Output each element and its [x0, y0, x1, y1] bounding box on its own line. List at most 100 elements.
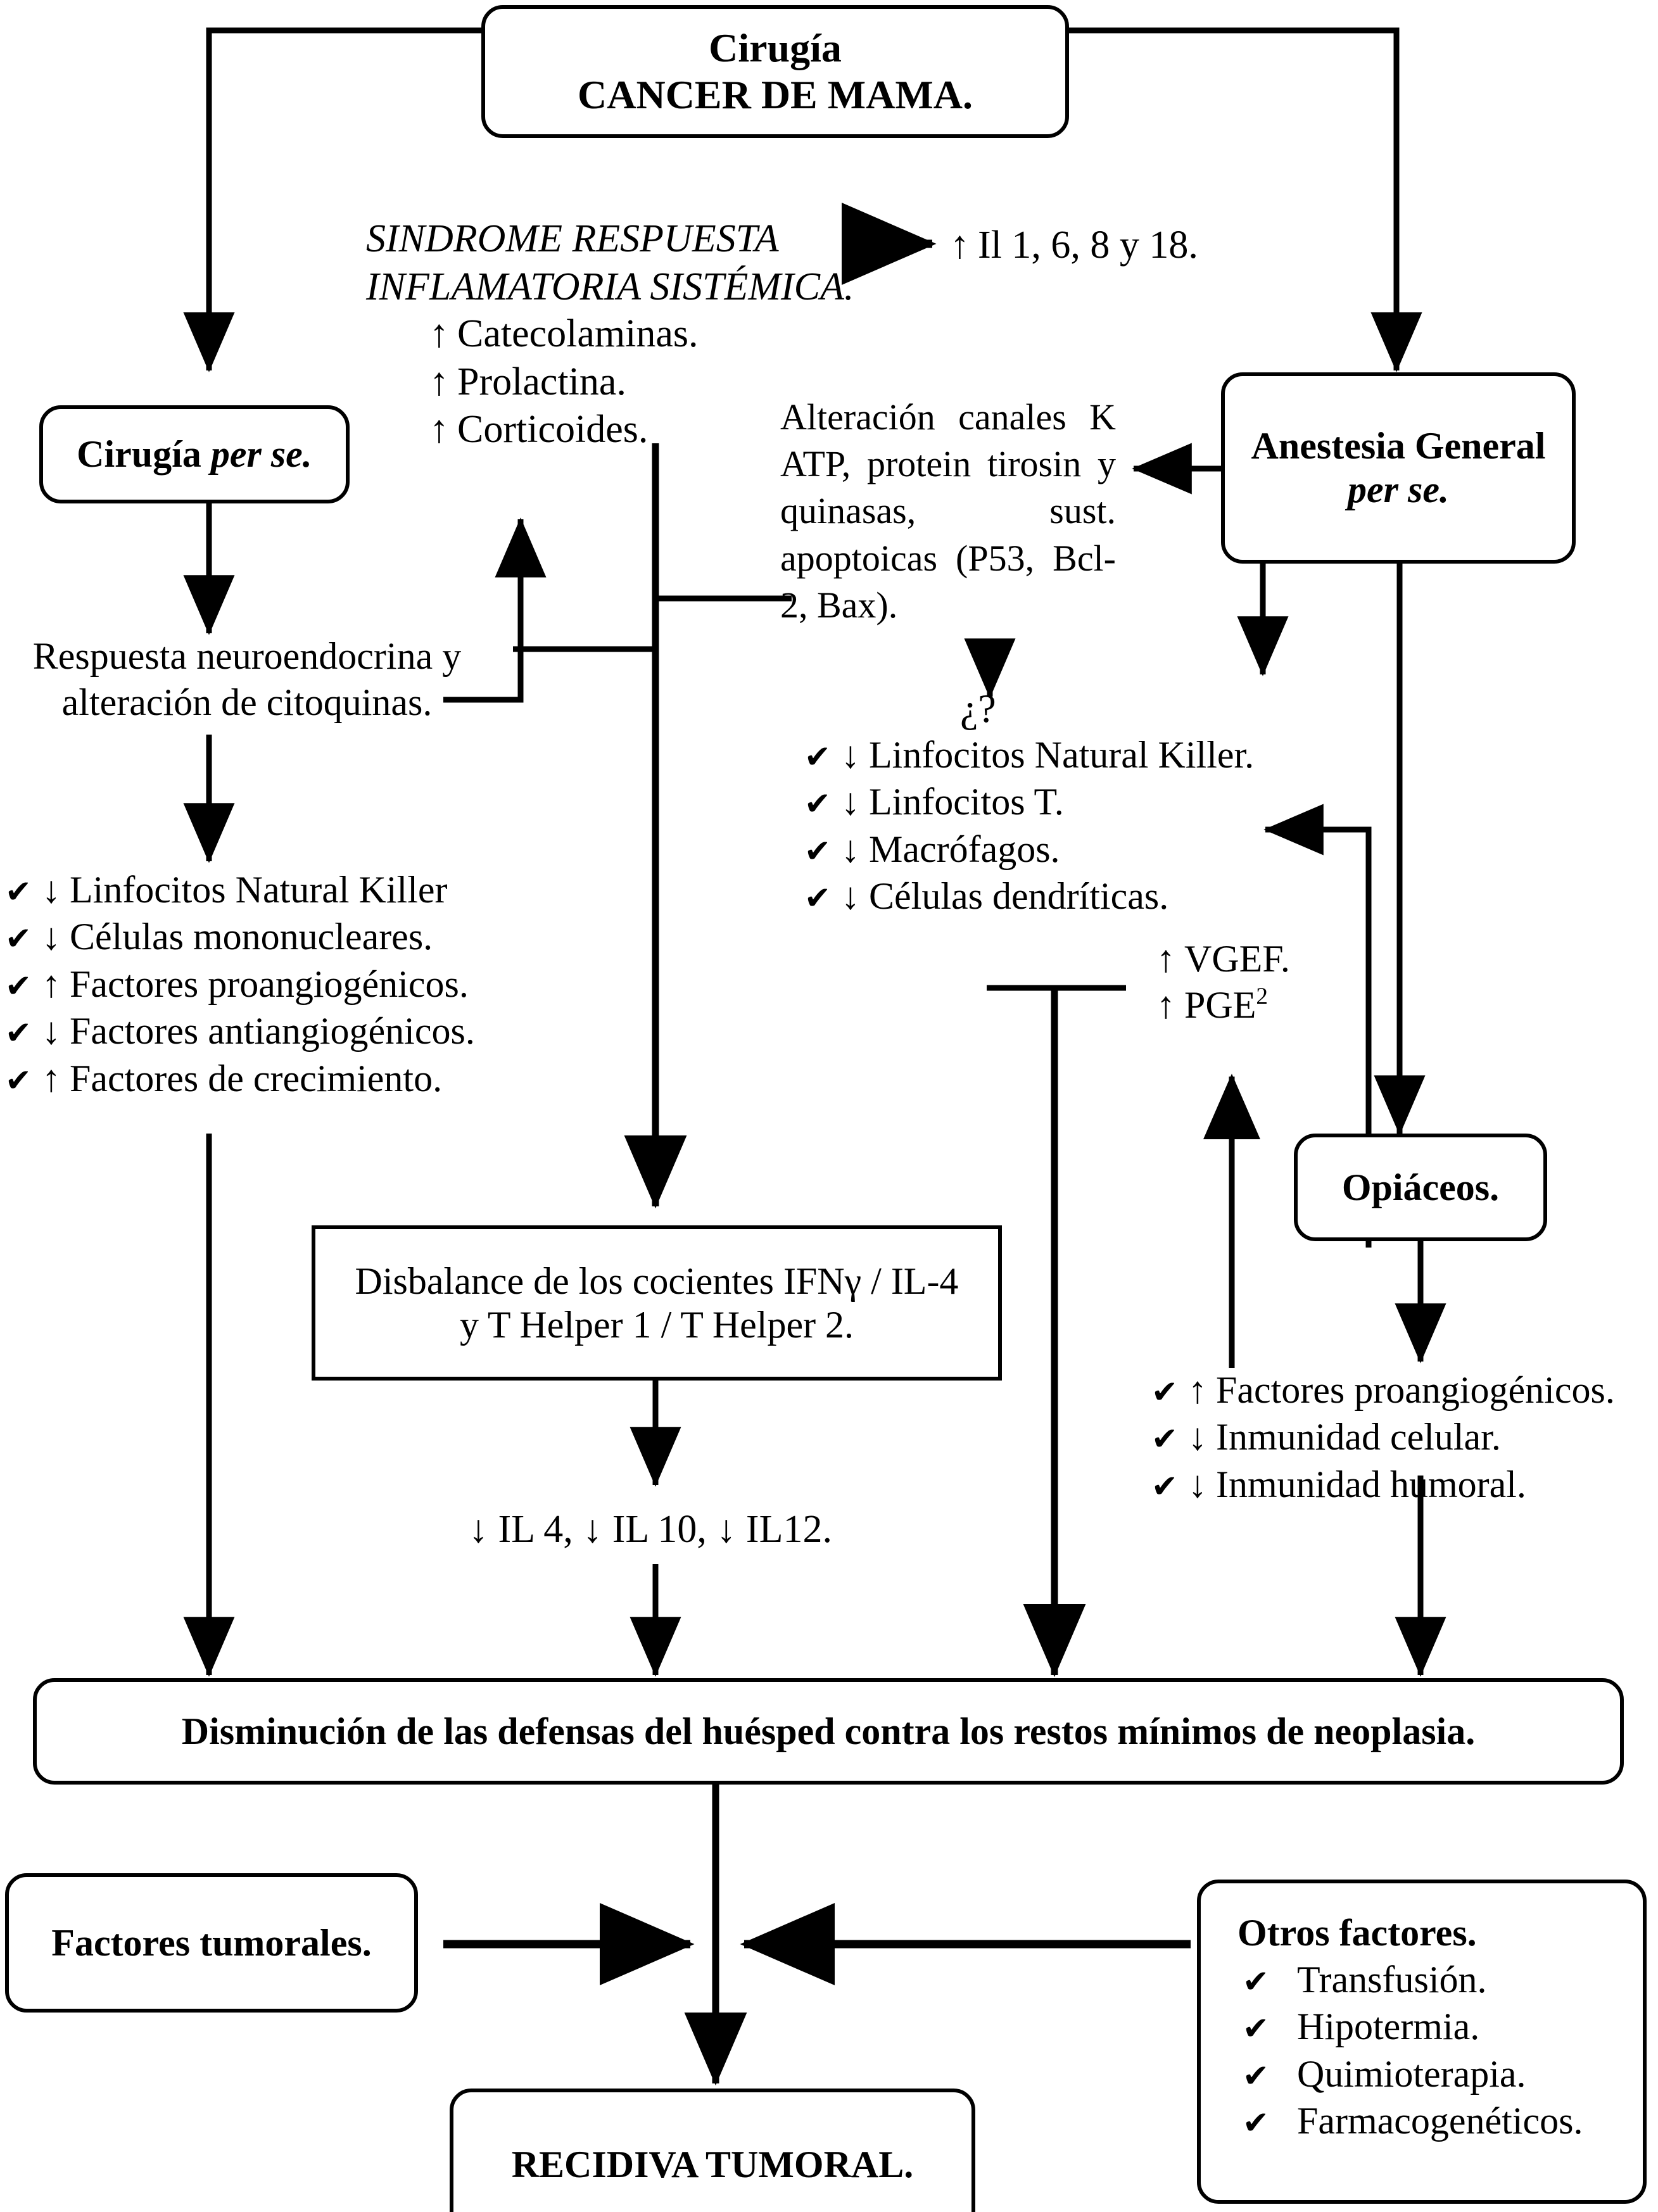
- neuro-line-2: alteración de citoquinas.: [61, 681, 433, 724]
- up-arrow-icon: ↑: [429, 312, 449, 355]
- list-item: ✔ ↑ Factores proangiogénicos.: [1151, 1367, 1658, 1413]
- check-icon: ✔: [804, 833, 831, 869]
- up-arrow-icon: ↑: [429, 408, 449, 452]
- list-item-label: Células dendríticas.: [869, 875, 1169, 918]
- list-item-label: Inmunidad humoral.: [1216, 1463, 1526, 1505]
- list-item-label: Hipotermia.: [1297, 2006, 1480, 2048]
- list-item: ✔ ↑ Factores de crecimiento.: [5, 1055, 550, 1102]
- anesthesia-per-se-box[interactable]: Anestesia General per se.: [1221, 372, 1576, 564]
- down-arrow-icon: ↓: [1188, 1463, 1207, 1505]
- recurrence-box[interactable]: RECIDIVA TUMORAL.: [450, 2089, 975, 2212]
- list-item-label: Células mononucleares.: [70, 916, 433, 958]
- il-cytokines-label: Il 1, 6, 8 y 18.: [978, 224, 1198, 267]
- opioids-box[interactable]: Opiáceos.: [1294, 1134, 1547, 1241]
- up-arrow-icon: ↑: [42, 1057, 61, 1099]
- list-item: ✔ ↓ Células dendríticas.: [804, 873, 1343, 920]
- sirs-line-2: INFLAMATORIA SISTÉMICA.: [366, 265, 854, 308]
- sirs-heading: SINDROME RESPUESTA INFLAMATORIA SISTÉMIC…: [366, 215, 885, 311]
- surgery-box-label: Cirugía per se.: [77, 433, 312, 476]
- check-icon: ✔: [1151, 1421, 1178, 1457]
- check-icon: ✔: [1243, 2057, 1269, 2094]
- down-arrow-icon: ↓: [841, 781, 860, 823]
- imbalance-line-1: Disbalance de los cocientes IFNγ / IL-4: [355, 1260, 959, 1302]
- down-arrow-icon: ↓: [1188, 1416, 1207, 1458]
- title-line-1: Cirugía: [709, 25, 842, 70]
- title-line-2: CANCER DE MAMA.: [578, 72, 973, 117]
- list-item-label: Linfocitos Natural Killer: [70, 869, 448, 911]
- down-arrow-icon: ↓: [841, 734, 860, 776]
- list-item-label: Farmacogenéticos.: [1297, 2100, 1583, 2142]
- check-icon: ✔: [1243, 2105, 1269, 2141]
- sirs-item-1: ↑ Prolactina.: [429, 358, 873, 407]
- surgery-box-plain: Cirugía: [77, 433, 211, 475]
- check-icon: ✔: [1243, 1964, 1269, 1999]
- up-arrow-icon: ↑: [1156, 984, 1175, 1027]
- tumor-factors-label: Factores tumorales.: [51, 1921, 372, 1964]
- tumor-factors-box[interactable]: Factores tumorales.: [5, 1873, 418, 2013]
- imbalance-box[interactable]: Disbalance de los cocientes IFNγ / IL-4 …: [312, 1225, 1002, 1381]
- other-factors-title: Otros factores.: [1237, 1912, 1477, 1954]
- check-icon: ✔: [1151, 1374, 1178, 1410]
- recurrence-label: RECIDIVA TUMORAL.: [511, 2143, 914, 2185]
- list-item-label: Linfocitos Natural Killer.: [869, 734, 1255, 776]
- surgery-effects-list: ✔ ↓ Linfocitos Natural Killer ✔ ↓ Célula…: [5, 866, 550, 1102]
- list-item: ✔ ↓ Células mononucleares.: [5, 913, 550, 960]
- defense-label: Disminución de las defensas del huésped …: [181, 1710, 1476, 1752]
- sirs-line-1: SINDROME RESPUESTA: [366, 217, 779, 260]
- down-arrow-icon: ↓: [42, 869, 61, 911]
- defense-reduction-box[interactable]: Disminución de las defensas del huésped …: [33, 1678, 1624, 1785]
- list-item-label: Inmunidad celular.: [1216, 1416, 1501, 1458]
- surgery-box-italic: per se.: [210, 433, 312, 475]
- list-item: ✔ ↓ Linfocitos T.: [804, 778, 1343, 825]
- list-item-label: Factores proangiogénicos.: [70, 963, 469, 1005]
- il-cytokines-node: ↑ Il 1, 6, 8 y 18.: [950, 222, 1198, 270]
- sirs-item-2: ↑ Corticoides.: [429, 406, 873, 454]
- anesthesia-line-2: per se.: [1348, 469, 1449, 510]
- imbalance-line-2: y T Helper 1 / T Helper 2.: [459, 1303, 854, 1346]
- up-arrow-icon: ↑: [950, 224, 970, 267]
- check-icon: ✔: [5, 1062, 32, 1098]
- list-item: ✔ ↓ Inmunidad celular.: [1151, 1413, 1658, 1460]
- surgery-per-se-box[interactable]: Cirugía per se.: [39, 405, 350, 503]
- list-item: ✔ ↓ Factores antiangiogénicos.: [5, 1008, 550, 1054]
- down-arrow-icon: ↓: [42, 1010, 61, 1052]
- list-item-label: Factores proangiogénicos.: [1216, 1369, 1615, 1411]
- neuro-line-1: Respuesta neuroendocrina y: [32, 635, 462, 677]
- list-item: ✔ ↓ Inmunidad humoral.: [1151, 1461, 1658, 1508]
- sirs-item-label: Corticoides.: [457, 408, 649, 452]
- vgef-line: ↑ VGEF.: [1156, 936, 1290, 982]
- sirs-item-label: Catecolaminas.: [457, 312, 699, 355]
- down-arrow-icon: ↓: [841, 828, 860, 870]
- list-item: ✔ ↓ Linfocitos Natural Killer.: [804, 731, 1343, 778]
- list-item-label: Macrófagos.: [869, 828, 1060, 870]
- vgef-label: VGEF.: [1184, 938, 1290, 980]
- list-item: ✔ Quimioterapia.: [1237, 2051, 1643, 2097]
- other-factors-box[interactable]: Otros factores. ✔ Transfusión. ✔ Hipoter…: [1197, 1880, 1647, 2204]
- list-item-label: Quimioterapia.: [1297, 2052, 1526, 2095]
- list-item: ✔ ↓ Linfocitos Natural Killer: [5, 866, 550, 913]
- list-item: ✔ ↑ Factores proangiogénicos.: [5, 961, 550, 1008]
- check-icon: ✔: [804, 786, 831, 822]
- list-item: ✔ Farmacogenéticos.: [1237, 2097, 1643, 2144]
- list-item: ✔ Hipotermia.: [1237, 2003, 1643, 2050]
- check-icon: ✔: [5, 968, 32, 1004]
- question-mark-node: ¿?: [960, 686, 996, 731]
- immune-effects-list: ✔ ↓ Linfocitos Natural Killer. ✔ ↓ Linfo…: [804, 731, 1343, 920]
- opioids-label: Opiáceos.: [1341, 1166, 1500, 1208]
- up-arrow-icon: ↑: [1156, 938, 1175, 980]
- check-icon: ✔: [5, 874, 32, 909]
- up-arrow-icon: ↑: [42, 963, 61, 1005]
- neuroendocrine-text: Respuesta neuroendocrina y alteración de…: [25, 633, 469, 726]
- anesthesia-line-1: Anestesia General: [1251, 425, 1546, 467]
- up-arrow-icon: ↑: [1188, 1369, 1207, 1411]
- list-item-label: Transfusión.: [1297, 1959, 1487, 2000]
- title-box[interactable]: Cirugía CANCER DE MAMA.: [481, 5, 1069, 138]
- check-icon: ✔: [1243, 2011, 1269, 2047]
- edge-title-to-anesthesia: [1066, 27, 1422, 372]
- up-arrow-icon: ↑: [429, 360, 449, 403]
- sirs-item-label: Prolactina.: [457, 360, 626, 403]
- list-item-label: Linfocitos T.: [869, 781, 1064, 823]
- check-icon: ✔: [804, 739, 831, 774]
